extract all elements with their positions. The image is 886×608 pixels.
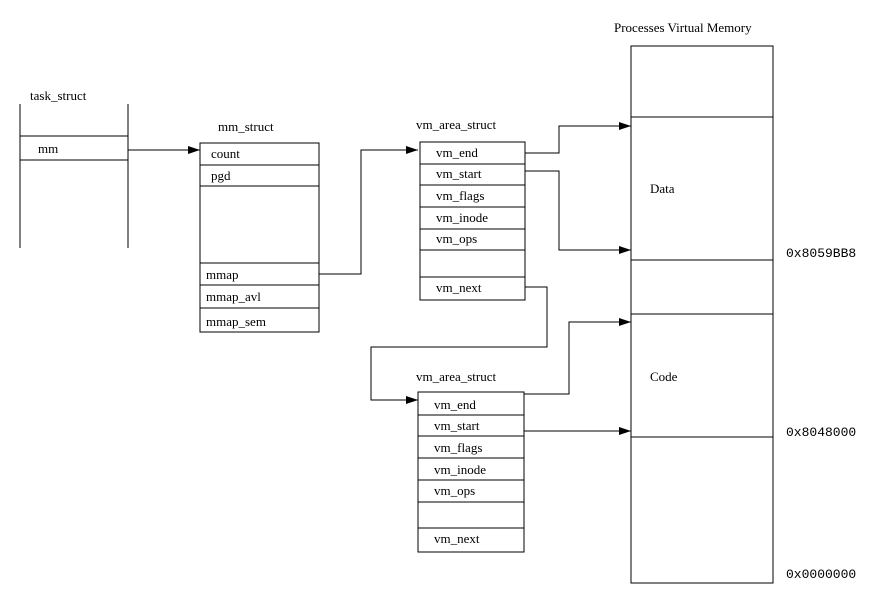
vm-area-2-field-vm-flags: vm_flags (434, 440, 482, 455)
address-label-zero: 0x0000000 (786, 567, 856, 582)
vm-area-2-field-vm-start: vm_start (434, 418, 480, 433)
arrow-vm-end-1-to-data-end (525, 122, 631, 154)
vm-area-struct-1: vm_area_struct vm_end vm_start vm_flags … (416, 117, 526, 301)
vm-area-2-field-vm-end: vm_end (434, 397, 476, 412)
arrow-vm-next-to-vm-area-2 (370, 286, 548, 404)
vm-area-1-field-vm-ops: vm_ops (436, 231, 477, 246)
address-label-code-start: 0x8048000 (786, 425, 856, 440)
vm-area-2-field-vm-ops: vm_ops (434, 483, 475, 498)
task-struct-title: task_struct (30, 88, 87, 103)
task-struct-field-mm: mm (38, 141, 58, 156)
mm-struct-field-mmap-avl: mmap_avl (206, 289, 261, 304)
arrow-vm-end-2-to-code-end (524, 318, 631, 395)
mm-struct-field-pgd: pgd (211, 168, 231, 183)
mm-struct-field-mmap-sem: mmap_sem (206, 314, 266, 329)
mm-struct-field-count: count (211, 146, 240, 161)
task-struct: task_struct mm (19, 88, 129, 248)
arrow-mmap-to-vm-area-1 (319, 146, 418, 275)
vm-area-1-field-vm-start: vm_start (436, 166, 482, 181)
vm-area-1-field-vm-flags: vm_flags (436, 188, 484, 203)
vm-area-1-field-vm-end: vm_end (436, 145, 478, 160)
vm-area-1-title: vm_area_struct (416, 117, 497, 132)
vm-area-2-field-vm-next: vm_next (434, 531, 480, 546)
vm-area-1-field-vm-next: vm_next (436, 280, 482, 295)
mm-struct-field-mmap: mmap (206, 267, 239, 282)
virtual-memory: Processes Virtual Memory Data Code 0x805… (614, 20, 856, 584)
address-label-data-end: 0x8059BB8 (786, 246, 856, 261)
vm-area-struct-2: vm_area_struct vm_end vm_start vm_flags … (416, 369, 525, 553)
mm-struct-title: mm_struct (218, 119, 274, 134)
virtual-memory-title: Processes Virtual Memory (614, 20, 752, 35)
vm-area-2-field-vm-inode: vm_inode (434, 462, 486, 477)
memory-region-data: Data (650, 181, 675, 196)
memory-region-code: Code (650, 369, 678, 384)
mm-struct-box (199, 142, 320, 333)
mm-struct: mm_struct count pgd mmap mmap_avl mmap_s… (199, 119, 320, 333)
pointer-arrows (128, 122, 631, 435)
vm-area-1-field-vm-inode: vm_inode (436, 210, 488, 225)
vm-area-2-title: vm_area_struct (416, 369, 497, 384)
vm-area-1-box (419, 141, 526, 301)
arrow-vm-start-1-to-data-start (525, 170, 631, 254)
vm-area-2-box (417, 391, 525, 553)
